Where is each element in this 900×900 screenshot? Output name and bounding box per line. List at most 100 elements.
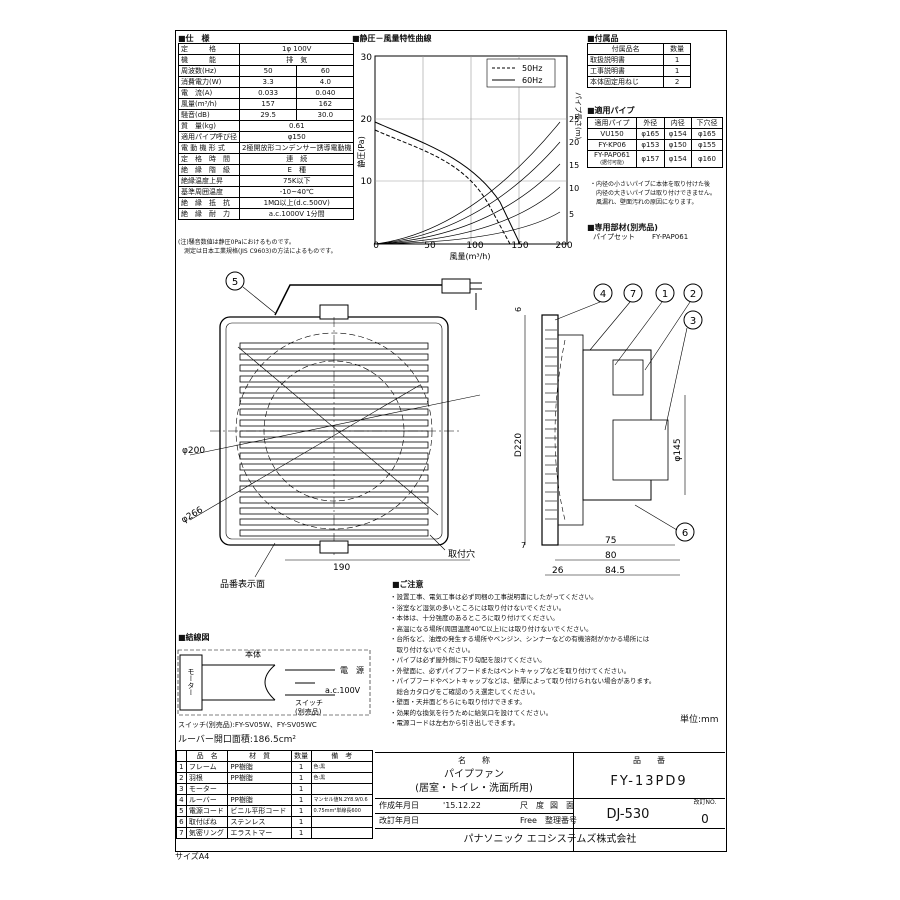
product-use: (居室・トイレ・洗面所用) bbox=[415, 783, 533, 794]
parts-cell: フレーム bbox=[185, 761, 229, 773]
parts-cell: 7 bbox=[176, 827, 187, 839]
spec-value: -10~40℃ bbox=[238, 186, 355, 198]
parts-header: 数量 bbox=[290, 750, 312, 762]
spec-label: 基準周囲温度 bbox=[178, 186, 240, 198]
dedicated-model: FY-PAP061 bbox=[652, 233, 689, 241]
balloon-6: 6 bbox=[682, 528, 688, 539]
parts-header: 材 質 bbox=[227, 750, 292, 762]
spec-value: 2極開放形コンデンサー誘導電動機 bbox=[238, 142, 355, 154]
dim-phi266: φ266 bbox=[180, 505, 205, 525]
caution-item: ・電源コードは左右から引き出しできます。 bbox=[390, 719, 520, 727]
created-date: '15.12.22 bbox=[443, 801, 481, 810]
r-tick-25: 25 bbox=[569, 115, 579, 124]
pipe-note: 風漏れ、壁面汚れの原因になります。 bbox=[590, 199, 698, 206]
caution-item: ・浴室など湿気の多いところには取り付けないでください。 bbox=[390, 603, 566, 612]
spec-value: a.c.1000V 1分間 bbox=[238, 208, 355, 220]
switch-sub-label: (別売品) bbox=[295, 707, 322, 716]
parts-cell: モーター bbox=[185, 783, 229, 795]
pipes-notes: ・内径の小さいパイプに本体を取り付けた後 内径の大きいパイプは取り付けできません… bbox=[590, 180, 716, 207]
caution-heading: ■ご注意 bbox=[392, 580, 424, 589]
dim-190: 190 bbox=[333, 563, 350, 573]
parts-cell: エラストマー bbox=[227, 827, 292, 839]
pipe-cell: φ150 bbox=[663, 139, 692, 151]
spec-label: 絶縁温度上昇 bbox=[178, 175, 240, 187]
created-label: 作成年月日 bbox=[379, 801, 419, 810]
power-label: 電 源 bbox=[340, 666, 364, 675]
spec-value-60: 162 bbox=[296, 98, 355, 110]
pipe-cell: VU150 bbox=[586, 128, 638, 140]
scale-value: Free bbox=[520, 816, 537, 825]
pipe-header: 内径 bbox=[663, 117, 692, 129]
parts-cell: 取付ばね bbox=[185, 816, 229, 828]
product-name: パイプファン bbox=[444, 769, 504, 780]
legend-50hz: 50Hz bbox=[522, 64, 542, 73]
seiri-label: 整理番号 bbox=[545, 816, 577, 825]
caution-item: ・効果的な換気を行うために給気口を設けてください。 bbox=[390, 708, 553, 717]
parts-cell: ルーバー bbox=[185, 794, 229, 806]
parts-cell: 2 bbox=[176, 772, 187, 784]
parts-cell: ビニル平形コード bbox=[227, 805, 292, 817]
caution-item: ・設置工事、電気工事は必ず同梱の工事説明書にしたがってください。 bbox=[390, 593, 598, 601]
acc-header: 付属品名 bbox=[586, 43, 665, 55]
parts-cell: 1 bbox=[290, 772, 312, 784]
dim-845: 84.5 bbox=[605, 566, 625, 576]
spec-value-50: 0.033 bbox=[238, 87, 298, 99]
drawing-label: 図 面 bbox=[550, 801, 574, 810]
parts-cell: 1 bbox=[290, 794, 312, 806]
louver-area: ルーバー開口面積:186.5cm² bbox=[178, 735, 297, 745]
parts-cell: ステンレス bbox=[227, 816, 292, 828]
spec-value-50: 29.5 bbox=[238, 109, 298, 121]
caution-item: ・本体は、十分強度のあるところに取り付けてください。 bbox=[390, 614, 559, 622]
parts-cell bbox=[310, 827, 373, 839]
spec-value-50: 157 bbox=[238, 98, 298, 110]
curve-heading: ■静圧－風量特性曲線 bbox=[352, 34, 432, 43]
pipe-cell: φ157 bbox=[636, 150, 665, 168]
rev-value: 0 bbox=[701, 812, 709, 826]
dedicated-item: パイプセット bbox=[593, 233, 635, 241]
acc-qty: 2 bbox=[663, 76, 691, 88]
parts-cell: 1 bbox=[290, 805, 312, 817]
spec-row: 定 格 時 間連 続 bbox=[178, 153, 355, 165]
spec-note: (注)騒音数値は静圧0Paにおけるものです。 bbox=[178, 239, 295, 246]
name-label: 名 称 bbox=[458, 756, 490, 765]
acc-header: 数量 bbox=[663, 43, 691, 55]
hinban-label: 品 番 bbox=[633, 756, 665, 765]
y-axis-label: 静圧(Pa) bbox=[356, 136, 366, 168]
pipe-cell: φ155 bbox=[690, 139, 724, 151]
pipe-note: ・内径の小さいパイプに本体を取り付けた後 bbox=[590, 181, 711, 188]
legend-60hz: 60Hz bbox=[522, 76, 542, 85]
caution-item: ・パイプは必ず屋外側に下り勾配を設けてください。 bbox=[390, 656, 546, 664]
x-axis-label: 風量(m³/h) bbox=[449, 252, 490, 261]
parts-cell: 羽根 bbox=[185, 772, 229, 784]
pipes-heading: ■適用パイプ bbox=[587, 106, 635, 115]
switch-label: スイッチ bbox=[295, 699, 323, 707]
caution-list: ・設置工事、電気工事は必ず同梱の工事説明書にしたがってください。・浴室など湿気の… bbox=[390, 592, 655, 729]
parts-cell: 4 bbox=[176, 794, 187, 806]
wiring-diagram: モーター 本体 電 源 a.c.100V スイッチ (別売品) bbox=[177, 649, 371, 716]
characteristic-curve: 50Hz 60Hz 30 20 10 0 50 100 150 200 25 2… bbox=[356, 53, 582, 261]
spec-label: 騒音(dB) bbox=[178, 109, 240, 121]
voltage-label: a.c.100V bbox=[325, 686, 361, 695]
spec-label: 電 流(A) bbox=[178, 87, 240, 99]
r-tick-20: 20 bbox=[569, 138, 579, 147]
spec-value: 1MΩ以上(d.c.500V) bbox=[238, 197, 355, 209]
dim-7: 7 bbox=[521, 541, 526, 550]
balloon-7: 7 bbox=[630, 289, 636, 300]
caution-item: ・パイプフードやベントキャップなどは、壁厚によって取り付けられない場合があります… bbox=[390, 677, 656, 685]
spec-notes: (注)騒音数値は静圧0Paにおけるものです。 測定は日本工業規格(JIS C96… bbox=[178, 238, 337, 256]
parts-cell: 電源コード bbox=[185, 805, 229, 817]
model-display-label: 品番表示面 bbox=[220, 578, 265, 590]
